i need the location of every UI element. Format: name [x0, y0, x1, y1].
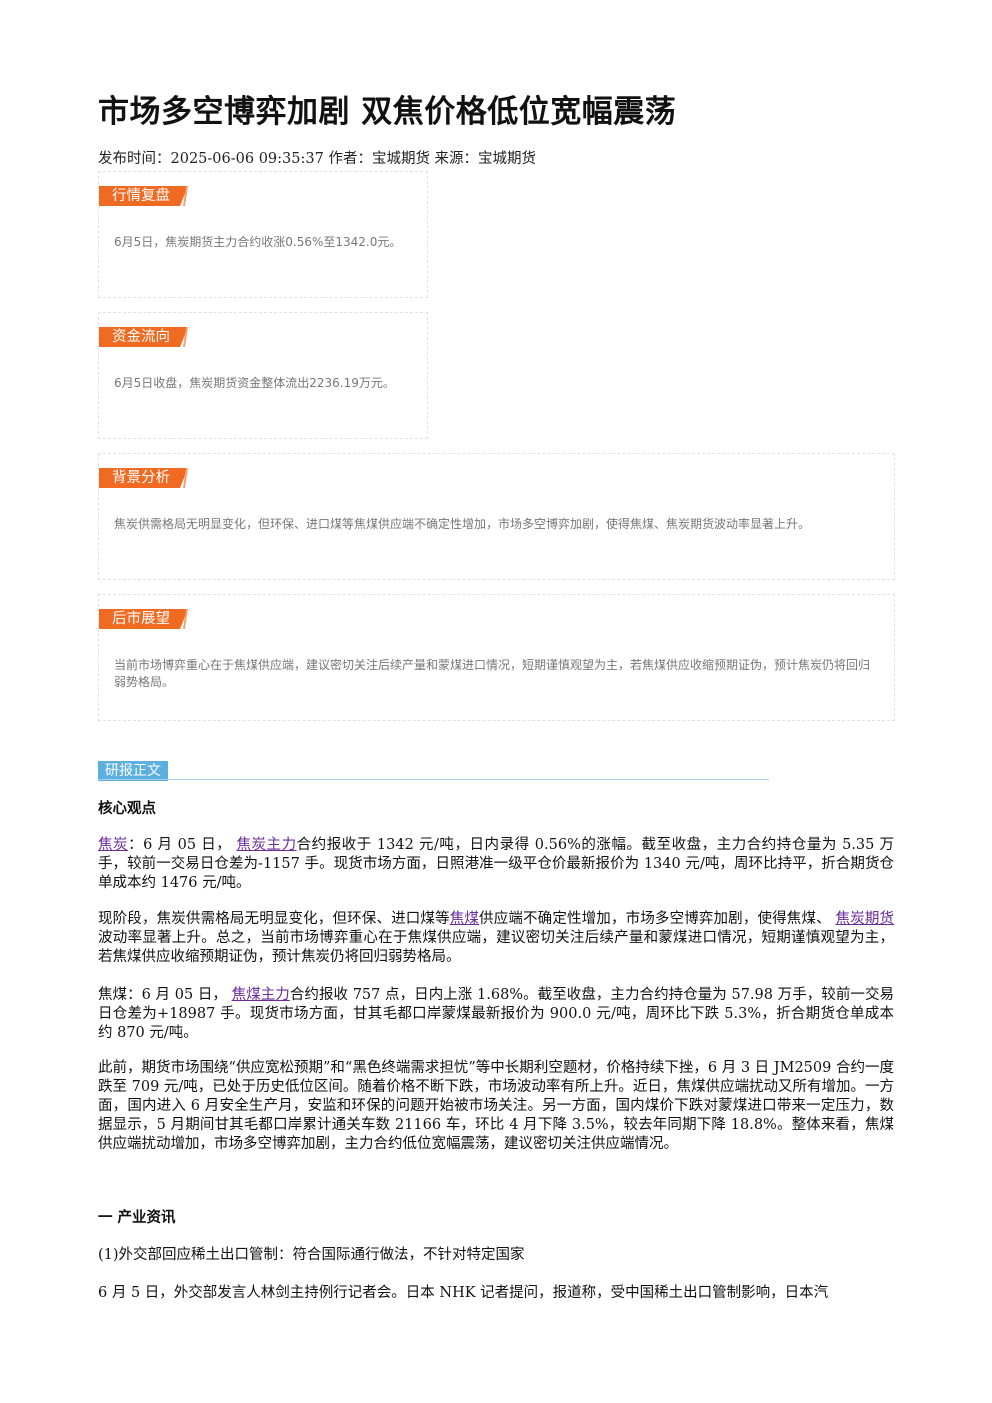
industry-heading: 一 产业资讯 [98, 1209, 176, 1226]
card-tag: 行情复盘 [99, 186, 188, 206]
tag-decoration [183, 468, 188, 488]
card-text: 6月5日，焦炭期货主力合约收涨0.56%至1342.0元。 [114, 235, 402, 249]
summary-card-capital-flow: 资金流向 6月5日收盘，焦炭期货资金整体流出2236.19万元。 [98, 312, 428, 439]
card-tag: 资金流向 [99, 327, 188, 347]
card-text: 焦炭供需格局无明显变化，但环保、进口煤等焦煤供应端不确定性增加，市场多空博弈加剧… [114, 517, 811, 531]
core-heading: 核心观点 [98, 800, 156, 817]
card-tag: 背景分析 [99, 468, 188, 488]
link-coking-coal[interactable]: 焦煤 [449, 911, 480, 927]
paragraph-previous: 此前，期货市场围绕“供应宽松预期”和“黑色终端需求担忧”等中长期利空题材，价格持… [98, 1060, 894, 1152]
report-section-tag: 研报正文 [98, 761, 168, 781]
tag-decoration [183, 186, 188, 206]
paragraph-coking-coal: 焦煤：6 月 05 日， 焦煤主力合约报收 757 点，日内上涨 1.68%。截… [98, 987, 895, 1041]
tag-decoration [183, 327, 188, 347]
article-meta: 发布时间：2025-06-06 09:35:37 作者：宝城期货 来源：宝城期货 [98, 151, 537, 167]
link-coke-futures[interactable]: 焦炭期货 [835, 911, 895, 927]
news-title: (1)外交部回应稀土出口管制：符合国际通行做法，不针对特定国家 [98, 1247, 525, 1263]
card-text: 6月5日收盘，焦炭期货资金整体流出2236.19万元。 [114, 376, 395, 390]
section-divider [98, 779, 769, 780]
link-coking-coal-main[interactable]: 焦煤主力 [231, 987, 290, 1003]
paragraph-current-stage: 现阶段，焦炭供需格局无明显变化，但环保、进口煤等焦煤供应端不确定性增加，市场多空… [98, 911, 895, 965]
card-tag: 后市展望 [99, 609, 188, 629]
article-title: 市场多空博弈加剧 双焦价格低位宽幅震荡 [98, 94, 677, 130]
news-text: 6 月 5 日，外交部发言人林剑主持例行记者会。日本 NHK 记者提问，报道称，… [98, 1285, 829, 1301]
card-text: 当前市场博弈重心在于焦煤供应端，建议密切关注后续产量和蒙煤进口情况，短期谨慎观望… [114, 658, 871, 689]
tag-decoration [183, 609, 188, 629]
link-coke-main[interactable]: 焦炭主力 [236, 837, 297, 853]
link-coke[interactable]: 焦炭 [98, 837, 129, 853]
summary-card-background: 背景分析 焦炭供需格局无明显变化，但环保、进口煤等焦煤供应端不确定性增加，市场多… [98, 453, 895, 580]
summary-card-outlook: 后市展望 当前市场博弈重心在于焦煤供应端，建议密切关注后续产量和蒙煤进口情况，短… [98, 594, 895, 721]
summary-card-market-review: 行情复盘 6月5日，焦炭期货主力合约收涨0.56%至1342.0元。 [98, 171, 428, 298]
paragraph-coke: 焦炭：6 月 05 日， 焦炭主力合约报收于 1342 元/吨，日内录得 0.5… [98, 837, 895, 891]
